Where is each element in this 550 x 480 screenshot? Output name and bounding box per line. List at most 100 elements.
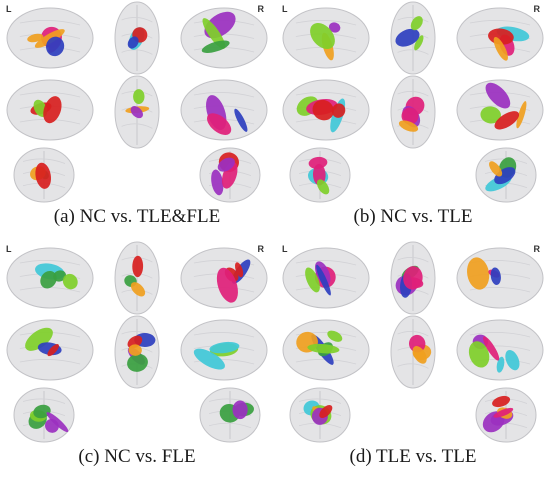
lateral-right-view [456,247,544,309]
lateral-right-view [456,7,544,69]
brain-region [331,103,346,118]
sulcus-line [298,398,342,404]
brain-region [493,36,508,61]
lateral-left-view [282,247,370,309]
brain-region [485,82,511,109]
right-hemisphere-label: R [533,244,541,254]
brain-region [43,96,62,124]
brain-region [40,270,57,289]
brain-region [489,161,503,177]
brain-region [211,169,224,196]
brain-region [25,327,53,351]
top-view [114,1,160,75]
brain-region [516,101,527,129]
frontal-view [13,387,75,443]
sulcus-line [19,20,81,26]
left-hemisphere-label: L [282,244,288,254]
brain-region [414,35,424,51]
brain-region [467,257,490,290]
lateral-right-view [180,7,268,69]
sulcus-line [193,332,255,338]
sulcus-line [121,49,153,55]
brain-region [493,407,514,418]
brain-region [127,36,139,49]
caption-c: (c) NC vs. FLE [78,446,196,467]
brain-region [216,267,238,303]
brain-region [490,267,501,285]
frontal-view [289,147,351,203]
brain-views-a [6,1,268,203]
brain-region [132,255,144,278]
brain-region [403,266,423,290]
medial-left-view [6,319,94,381]
brain-region [316,179,330,195]
sulcus-line [295,260,357,266]
sulcus-line [397,17,429,23]
brain-region [47,344,59,357]
lateral-left-view [6,247,94,309]
brain-region [201,40,230,53]
caption-a: (a) NC vs. TLE&FLE [53,206,221,227]
brain-region [316,264,331,296]
sulcus-line [397,257,429,263]
brain-region [492,395,511,408]
brain-region [310,22,335,50]
medial-left-view [282,319,370,381]
brain-views-c [6,241,268,443]
brain-region [217,157,235,172]
brain-region [468,341,490,368]
medial-right-view [456,79,544,141]
brain-region [62,273,78,290]
brain-region [232,400,248,420]
sulcus-line [121,123,153,129]
brain-region [130,106,143,119]
brain-region [319,404,333,419]
brain-region [35,162,52,189]
sulcus-line [22,398,66,404]
brain-region [235,262,244,278]
sulcus-line [208,398,252,404]
brain-region [34,29,65,48]
medial-right-view [180,79,268,141]
brain-region [128,344,142,356]
sulcus-line [397,363,429,369]
brain-region [398,120,419,132]
brain-region [482,336,500,361]
sulcus-line [19,260,81,266]
sulcus-line [295,92,357,98]
brain-region [209,341,240,354]
brain-region [46,412,69,433]
right-hemisphere-label: R [257,244,265,254]
brain-region [130,282,146,297]
sulcus-line [208,422,252,429]
brain-region [307,343,340,354]
lateral-left-view [282,7,370,69]
sulcus-line [397,91,429,97]
right-hemisphere-label: R [257,4,265,14]
sulcus-line [19,92,81,98]
top-view [114,241,160,315]
occipital-view [475,387,537,443]
occipital-view [199,147,261,203]
panel-a: L R (a) NC vs. TLE&FLE [2,0,272,240]
caption-b: (b) NC vs. TLE [353,206,473,227]
left-hemisphere-label: L [6,4,12,14]
medial-right-view [456,319,544,381]
medial-right-view [180,319,268,381]
left-hemisphere-label: L [6,244,12,254]
brain-region [401,107,419,125]
brain-region [193,348,225,370]
sulcus-line [469,20,531,26]
brain-views-b [282,1,544,203]
brain-region [480,106,501,124]
sulcus-line [19,359,81,365]
brain-region [410,16,423,31]
sulcus-line [193,105,255,111]
lateral-left-view [6,7,94,69]
brain-region [27,33,44,43]
brain-region [312,99,334,121]
medial-left-view [6,79,94,141]
occipital-view [475,147,537,203]
brain-region [133,89,145,105]
sulcus-line [397,49,429,55]
